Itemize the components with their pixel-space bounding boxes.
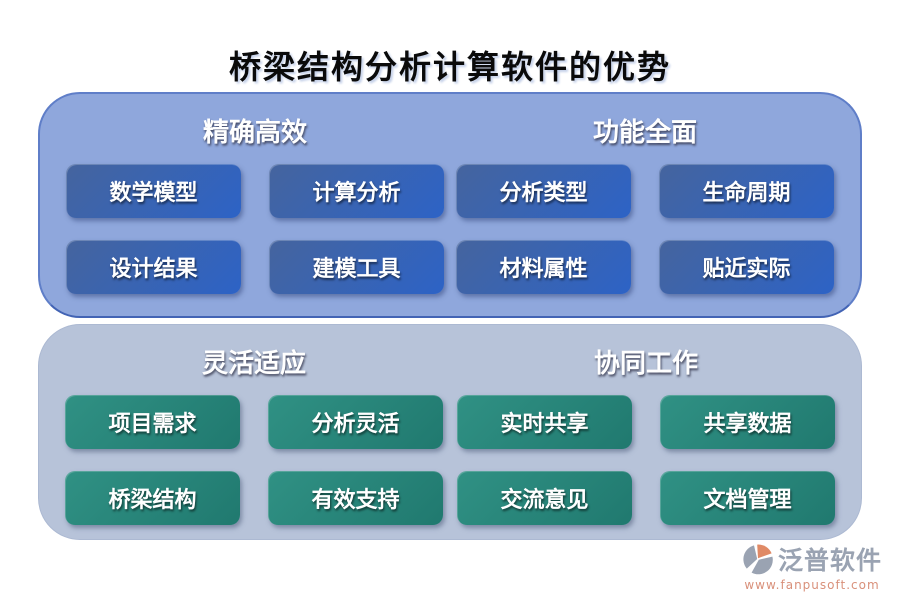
section-heading-flexible-adaptation: 灵活适应 xyxy=(201,349,306,379)
section-accurate-efficient: 精确高效 数学模型 计算分析 设计结果 建模工具 xyxy=(66,112,444,316)
section-comprehensive-functions: 功能全面 分析类型 生命周期 材料属性 贴近实际 xyxy=(456,112,834,316)
page-title: 桥梁结构分析计算软件的优势 xyxy=(228,48,671,86)
chip-analysis-types[interactable]: 分析类型 xyxy=(456,164,631,218)
chip-grid: 实时共享 共享数据 交流意见 文档管理 xyxy=(457,395,835,525)
chip-calculation-analysis[interactable]: 计算分析 xyxy=(269,164,444,218)
panel-accuracy-features: 精确高效 数学模型 计算分析 设计结果 建模工具 功能全面 分析类型 生命周期 … xyxy=(38,92,862,318)
section-heading-accurate-efficient: 精确高效 xyxy=(202,118,307,148)
brand-watermark: 泛普软件 www.fanpusoft.com xyxy=(742,541,882,592)
chip-life-cycle[interactable]: 生命周期 xyxy=(659,164,834,218)
brand-name: 泛普软件 xyxy=(777,546,882,575)
section-flexible-adaptation: 灵活适应 项目需求 分析灵活 桥梁结构 有效支持 xyxy=(65,343,443,539)
brand-url: www.fanpusoft.com xyxy=(744,578,880,592)
chip-effective-support[interactable]: 有效支持 xyxy=(268,471,443,525)
chip-grid: 数学模型 计算分析 设计结果 建模工具 xyxy=(66,164,444,294)
chip-material-properties[interactable]: 材料属性 xyxy=(456,240,631,294)
chip-grid: 项目需求 分析灵活 桥梁结构 有效支持 xyxy=(65,395,443,525)
chip-modeling-tools[interactable]: 建模工具 xyxy=(269,240,444,294)
chip-project-needs[interactable]: 项目需求 xyxy=(65,395,240,449)
chip-exchange-opinions[interactable]: 交流意见 xyxy=(457,471,632,525)
chip-shared-data[interactable]: 共享数据 xyxy=(660,395,835,449)
section-heading-collaborative-work: 协同工作 xyxy=(593,349,698,379)
chip-realtime-sharing[interactable]: 实时共享 xyxy=(457,395,632,449)
chip-grid: 分析类型 生命周期 材料属性 贴近实际 xyxy=(456,164,834,294)
chip-bridge-structure[interactable]: 桥梁结构 xyxy=(65,471,240,525)
fan-logo-icon xyxy=(742,543,774,575)
chip-math-model[interactable]: 数学模型 xyxy=(66,164,241,218)
chip-document-management[interactable]: 文档管理 xyxy=(660,471,835,525)
chip-design-results[interactable]: 设计结果 xyxy=(66,240,241,294)
section-heading-comprehensive-functions: 功能全面 xyxy=(592,118,697,148)
panel-flexibility-collaboration: 灵活适应 项目需求 分析灵活 桥梁结构 有效支持 协同工作 实时共享 共享数据 … xyxy=(38,324,862,540)
chip-close-to-reality[interactable]: 贴近实际 xyxy=(659,240,834,294)
chip-flexible-analysis[interactable]: 分析灵活 xyxy=(268,395,443,449)
section-collaborative-work: 协同工作 实时共享 共享数据 交流意见 文档管理 xyxy=(457,343,835,539)
